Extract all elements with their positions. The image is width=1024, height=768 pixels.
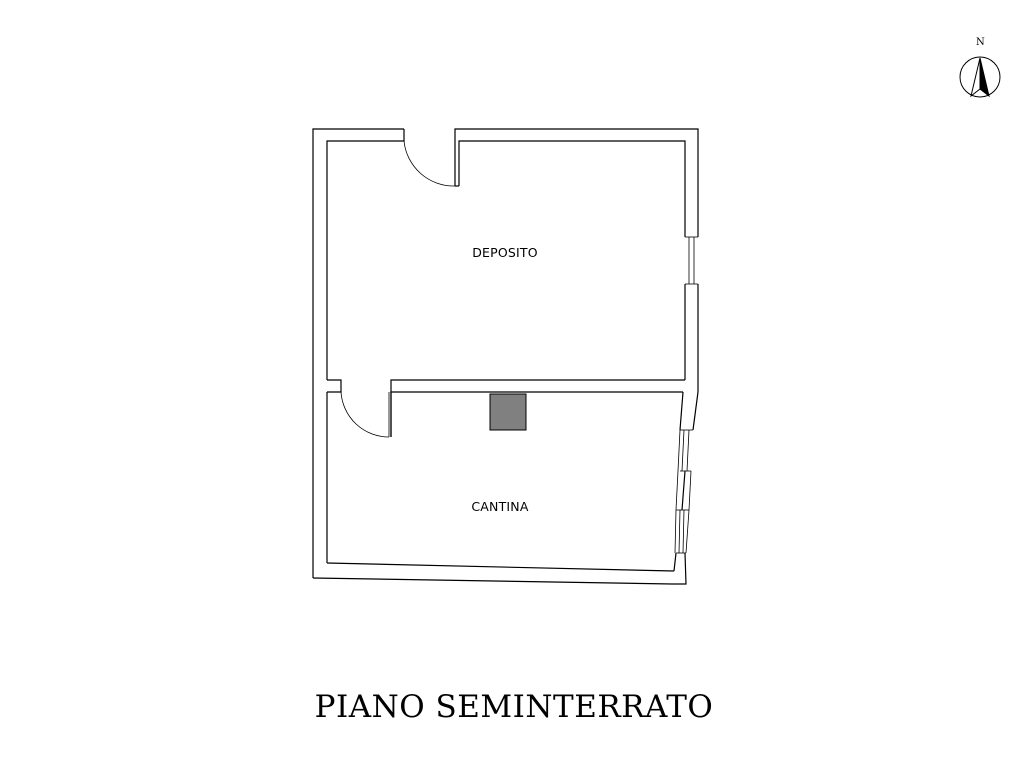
window-cantina-east-upper	[675, 429, 693, 511]
north-arrow-icon	[959, 56, 1001, 98]
window-deposito-east	[685, 236, 698, 285]
room-label-deposito: DEPOSITO	[472, 245, 538, 260]
window-cantina-east-lower	[674, 509, 690, 554]
door-cantina-entrance	[340, 391, 390, 438]
plan-title: PIANO SEMINTERRATO	[315, 689, 714, 725]
pillar-block	[489, 393, 527, 431]
room-label-cantina: CANTINA	[471, 499, 529, 514]
wall-outline	[312, 128, 699, 585]
north-label: N	[976, 37, 985, 48]
north-compass: N	[959, 37, 1001, 98]
door-deposito-entrance	[403, 140, 456, 187]
